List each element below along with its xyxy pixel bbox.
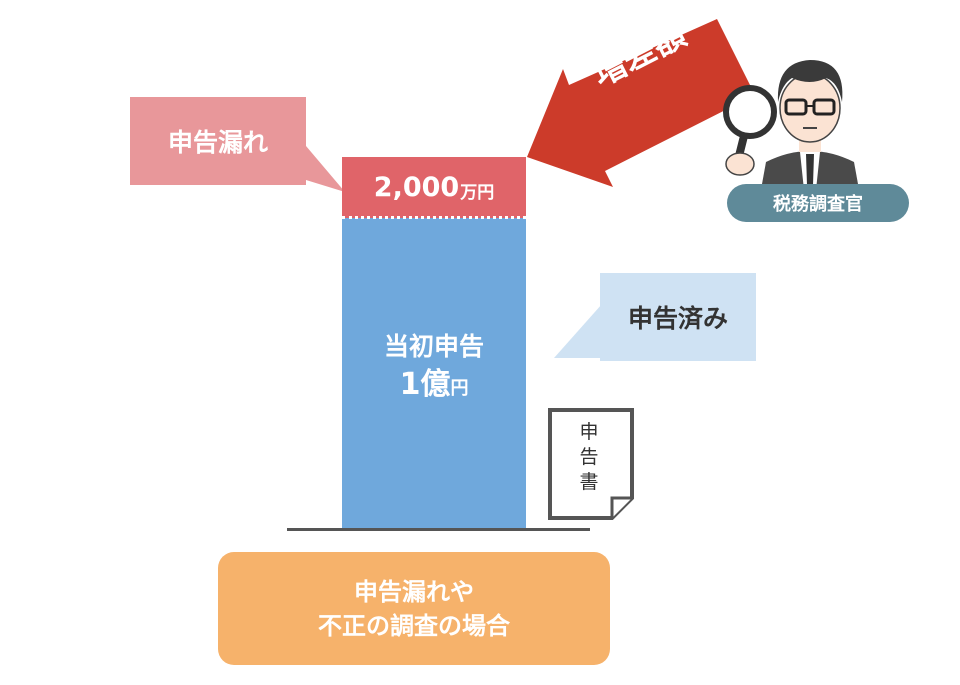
undeclared-unit: 万円 bbox=[460, 182, 495, 203]
case-description-line1: 申告漏れや bbox=[354, 577, 474, 606]
declared-callout-label: 申告済み bbox=[627, 304, 728, 333]
initial-declaration-unit: 円 bbox=[450, 378, 469, 399]
ground-line bbox=[287, 528, 590, 531]
undeclared-callout-label: 申告漏れ bbox=[167, 128, 268, 157]
undeclared-callout-tail bbox=[306, 146, 345, 192]
undeclared-amount: 2,000 bbox=[373, 172, 460, 203]
initial-declaration-label: 当初申告 bbox=[383, 332, 484, 361]
tax-return-document-icon bbox=[548, 408, 634, 520]
initial-declaration-bar bbox=[342, 218, 526, 530]
tax-return-document-text: 申 告 書 bbox=[569, 420, 609, 495]
tax-officer-badge: 税務調査官 bbox=[727, 184, 909, 222]
initial-declaration-amount: 1億 bbox=[399, 367, 451, 402]
declared-callout: 申告済み bbox=[600, 273, 756, 361]
tax-officer-icon bbox=[723, 60, 860, 195]
document-char: 申 bbox=[579, 421, 599, 443]
undeclared-callout: 申告漏れ bbox=[130, 97, 306, 185]
tax-officer-label: 税務調査官 bbox=[773, 194, 863, 215]
increase-arrow-icon bbox=[527, 19, 755, 187]
bar-dotted-divider bbox=[342, 216, 526, 219]
document-char: 告 bbox=[579, 446, 599, 468]
case-description-box: 申告漏れや 不正の調査の場合 bbox=[218, 552, 610, 665]
initial-declaration-text: 当初申告 1億円 bbox=[342, 330, 526, 410]
document-char: 書 bbox=[579, 471, 599, 493]
case-description-line2: 不正の調査の場合 bbox=[318, 611, 510, 640]
declared-callout-tail bbox=[554, 304, 602, 358]
